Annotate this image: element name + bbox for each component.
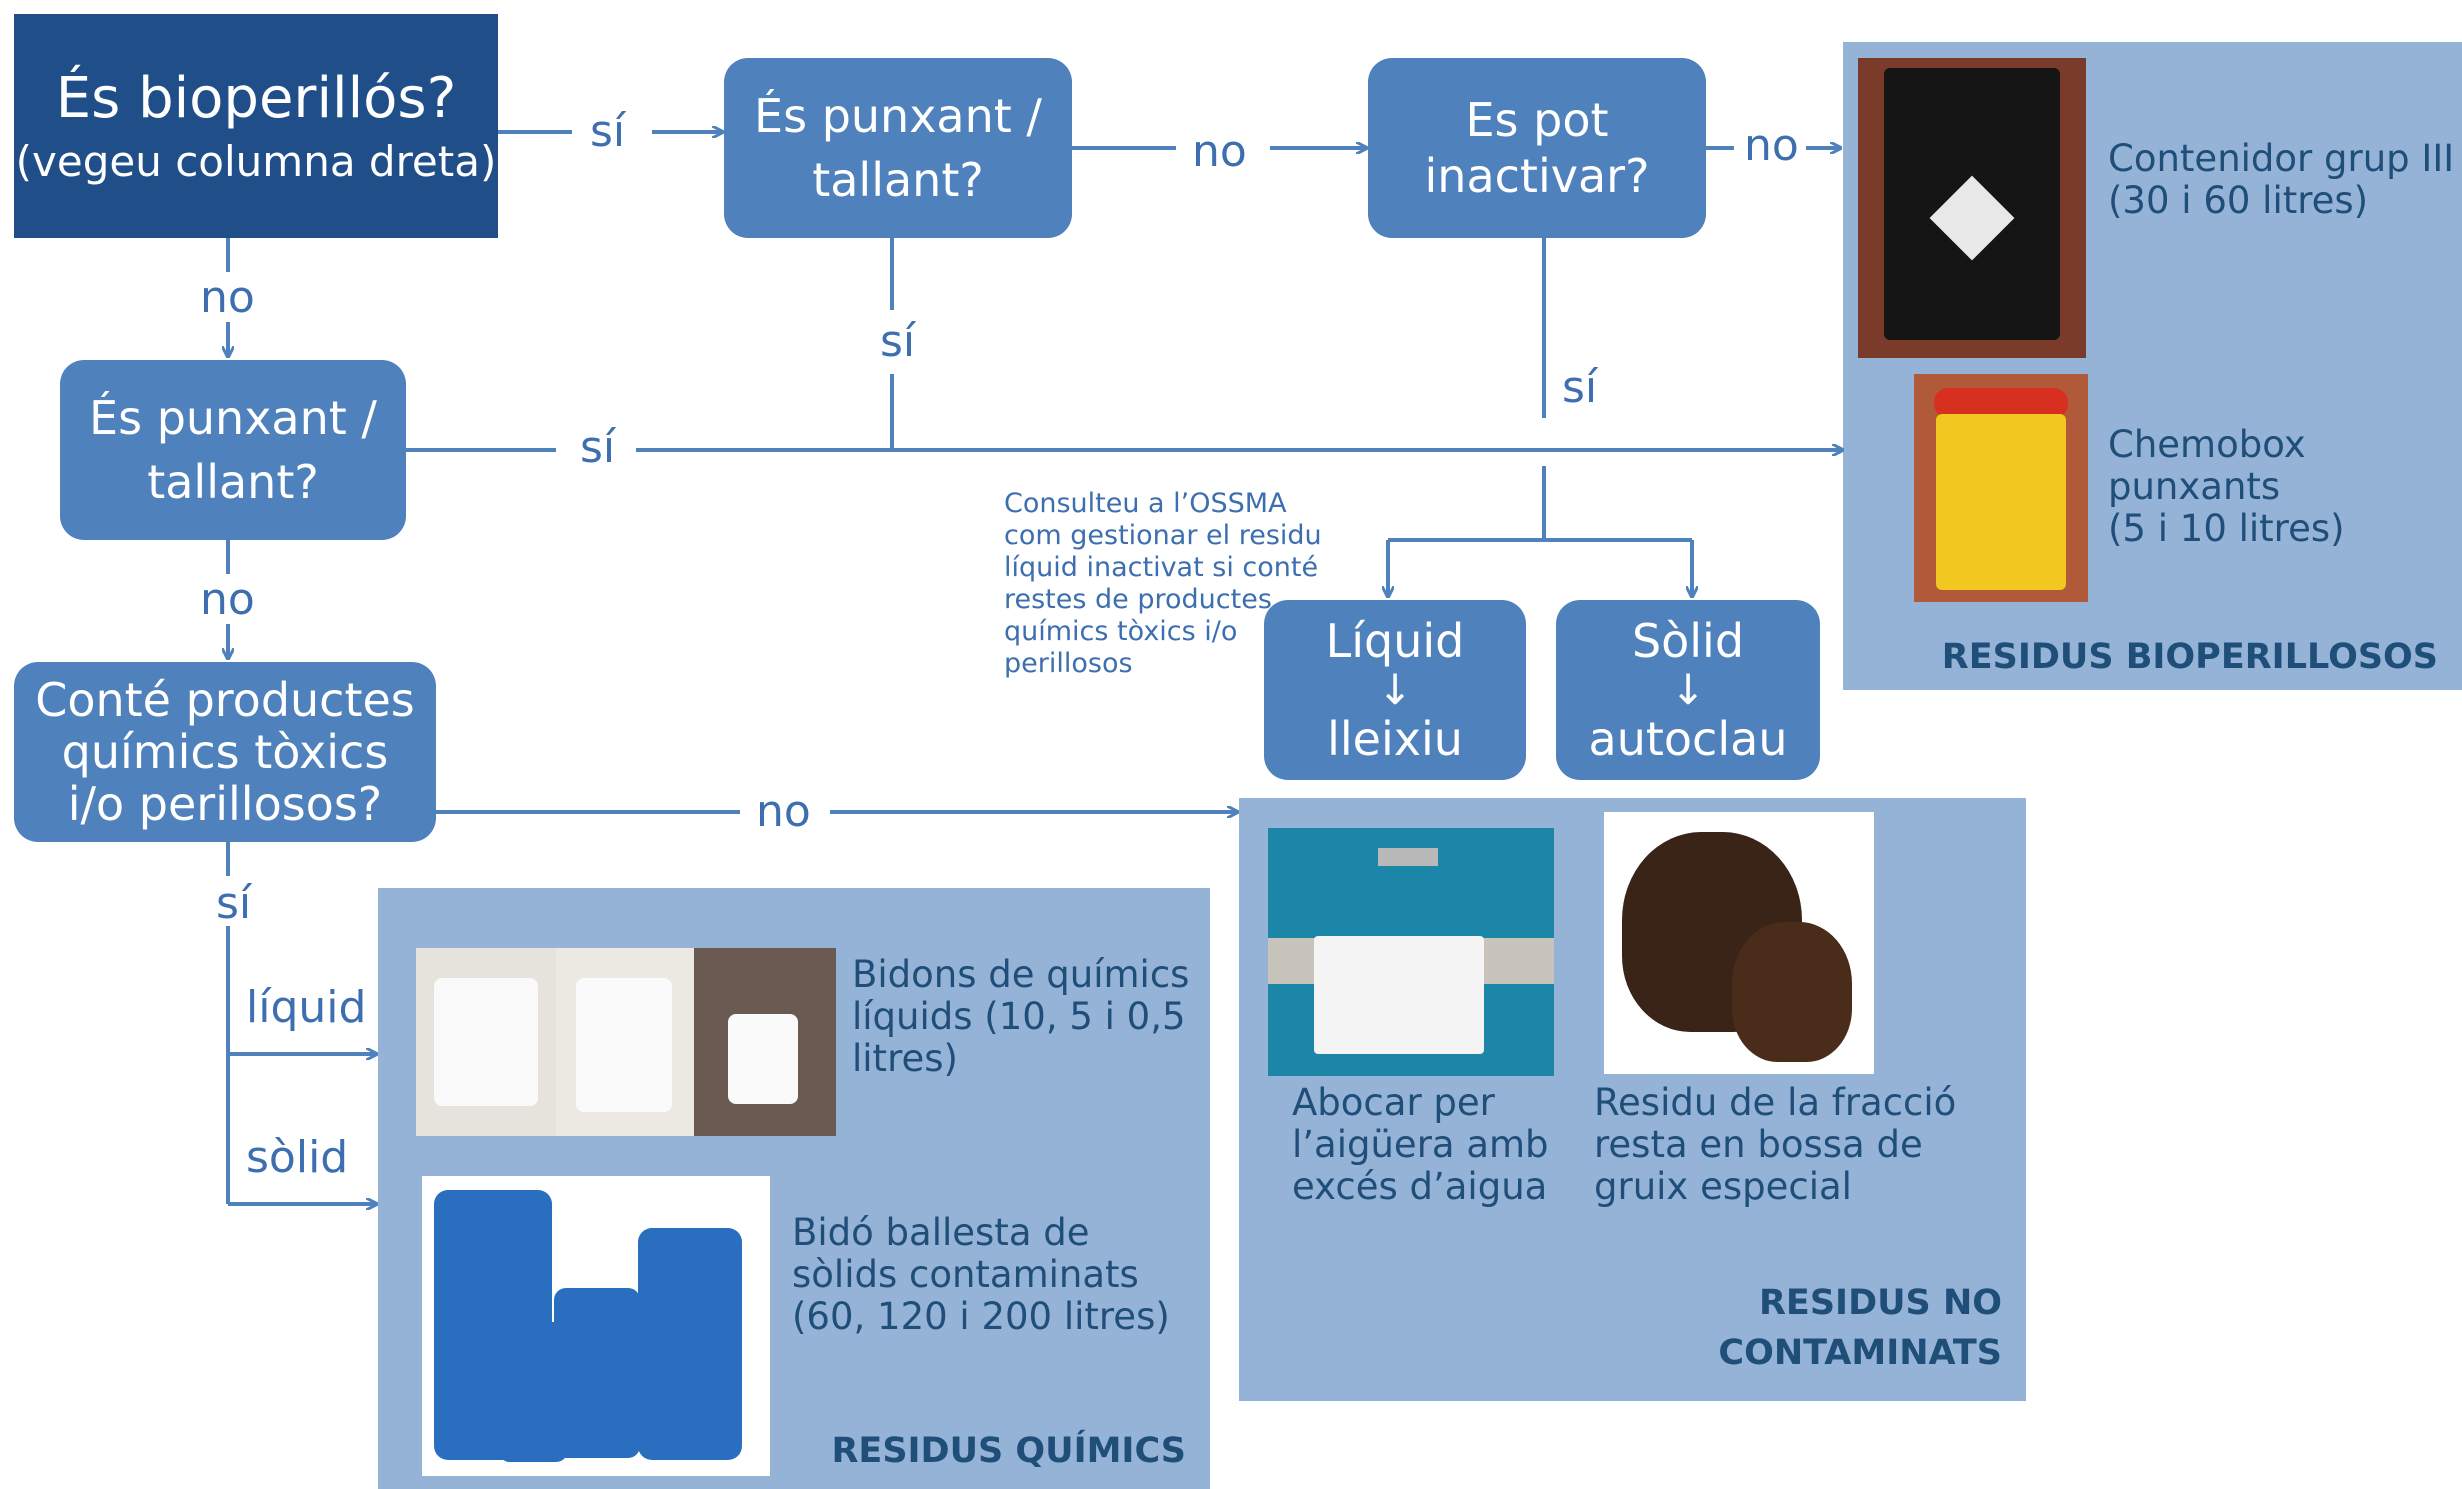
edge-label-no: no: [196, 276, 259, 320]
solid-autoclave-box: Sòlid ↓ autoclau: [1556, 600, 1820, 780]
liquid-bleach-box: Líquid ↓ lleixiu: [1264, 600, 1526, 780]
edge-label-yes: sí: [1558, 366, 1602, 410]
sharp-question-top: És punxant / tallant?: [724, 58, 1072, 238]
black-waste-container-photo: [1858, 58, 2086, 358]
blue-drums-photo: [422, 1176, 770, 1476]
edge-label-solid: sòlid: [242, 1136, 353, 1180]
edge-label-liquid: líquid: [242, 986, 371, 1030]
inactivate-question: Es pot inactivar?: [1368, 58, 1706, 238]
biohazard-question: És bioperillós?: [55, 66, 457, 131]
sink-photo: [1268, 828, 1554, 1076]
biohazard-hint: (vegeu columna dreta): [15, 137, 497, 186]
bio-panel-title: RESIDUS BIOPERILLOSOS: [1941, 637, 2438, 677]
chemicals-question: Conté productes químics tòxics i/o peril…: [14, 662, 436, 842]
sharp-question-left: És punxant / tallant?: [60, 360, 406, 540]
non-contaminated-panel-title: RESIDUS NO CONTAMINATS: [1718, 1283, 2002, 1373]
non-contaminated-bag-text: Residu de la fracció resta en bossa de g…: [1594, 1081, 1957, 1208]
edge-label-no: no: [196, 578, 259, 622]
edge-label-yes: sí: [576, 426, 620, 470]
edge-label-yes: sí: [586, 110, 630, 154]
edge-label-no: no: [752, 790, 815, 834]
garbage-bags-photo: [1604, 812, 1874, 1074]
chemical-solid-drums-text: Bidó ballesta de sòlids contaminats (60,…: [792, 1211, 1170, 1338]
autoclave-label: autoclau: [1588, 712, 1788, 766]
inactivate-question-text: Es pot inactivar?: [1424, 93, 1650, 203]
solid-label: Sòlid: [1631, 614, 1745, 668]
chemicals-question-text: Conté productes químics tòxics i/o peril…: [35, 673, 415, 831]
down-arrow-icon: ↓: [1377, 665, 1413, 714]
bleach-label: lleixiu: [1327, 712, 1463, 766]
edge-label-no: no: [1740, 124, 1803, 168]
edge-label-yes: sí: [212, 882, 256, 926]
non-contaminated-sink-text: Abocar per l’aigüera amb excés d’aigua: [1292, 1081, 1549, 1208]
biohazard-question-box: És bioperillós? (vegeu columna dreta): [14, 14, 498, 238]
edge-label-yes: sí: [876, 320, 920, 364]
chemical-liquid-cans-text: Bidons de químics líquids (10, 5 i 0,5 l…: [852, 953, 1190, 1080]
sharp-question-left-text: És punxant / tallant?: [89, 391, 377, 509]
bio-item-chemobox-text: Chemobox punxants (5 i 10 litres): [2108, 423, 2345, 550]
liquid-label: Líquid: [1325, 614, 1465, 668]
edge-label-no: no: [1188, 130, 1251, 174]
down-arrow-icon: ↓: [1670, 665, 1706, 714]
ossma-note: Consulteu a l’OSSMA com gestionar el res…: [1004, 488, 1322, 679]
sharp-question-top-text: És punxant / tallant?: [754, 89, 1042, 207]
chemical-panel-title: RESIDUS QUÍMICS: [831, 1431, 1186, 1471]
chemical-jerrycans-photo: [416, 948, 836, 1136]
bio-item-container-text: Contenidor grup III (30 i 60 litres): [2108, 137, 2455, 222]
yellow-chemobox-photo: [1914, 374, 2088, 602]
